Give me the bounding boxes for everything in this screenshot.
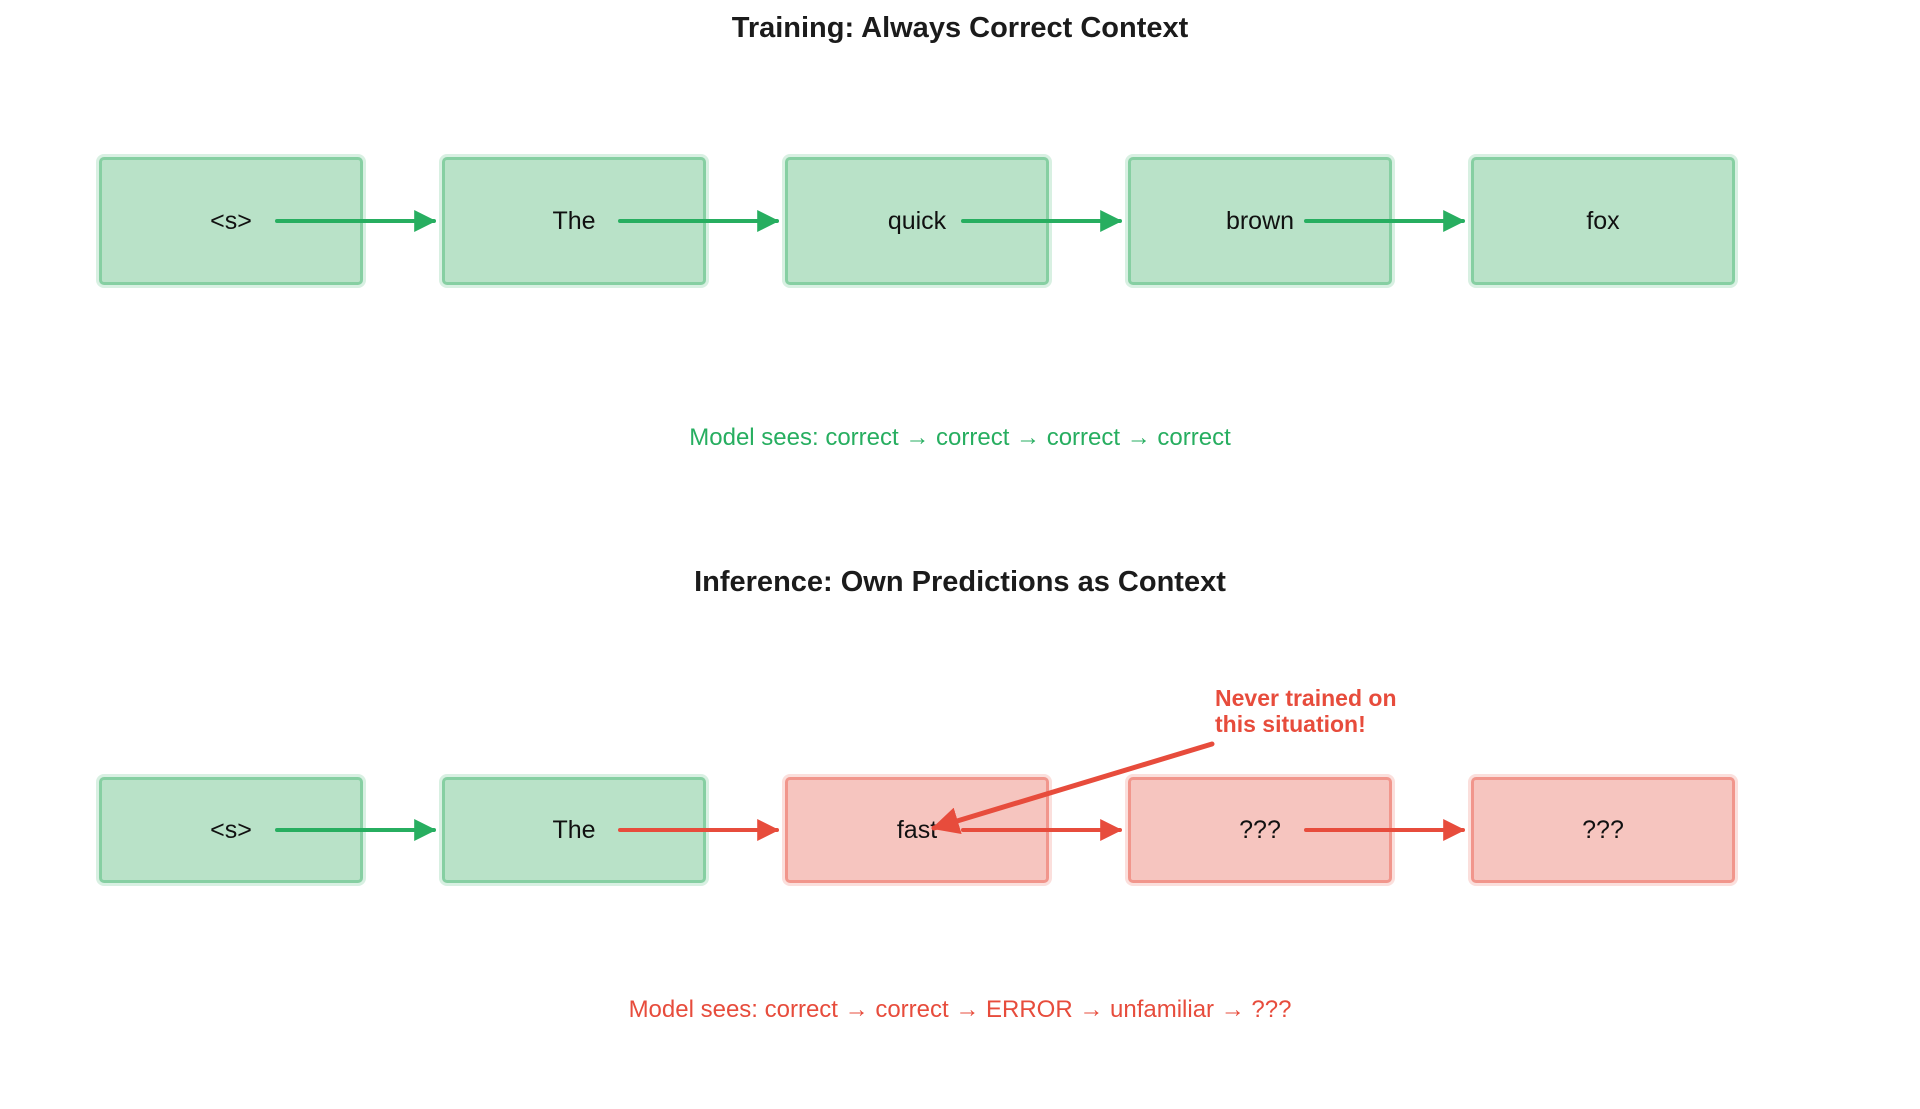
inference-summary-text: Model sees: correct → correct → ERROR → … bbox=[628, 996, 1292, 1023]
training-summary-text: Model sees: correct → correct → correct … bbox=[689, 424, 1231, 451]
token-label: ??? bbox=[1239, 815, 1281, 844]
token-label: quick bbox=[887, 206, 947, 235]
never-trained-annotation: Never trained on this situation! bbox=[1215, 685, 1397, 737]
training-token-box-s: <s> bbox=[99, 157, 363, 285]
training-token-box-fox: fox bbox=[1471, 157, 1735, 285]
annotation-line-2: this situation! bbox=[1215, 711, 1366, 737]
inference-token-box-unknown2: ??? bbox=[1471, 777, 1735, 883]
inference-token-box-fast: fast bbox=[785, 777, 1049, 883]
training-token-box-the: The bbox=[442, 157, 706, 285]
training-token-box-quick: quick bbox=[785, 157, 1049, 285]
inference-token-box-s: <s> bbox=[99, 777, 363, 883]
inference-token-box-the: The bbox=[442, 777, 706, 883]
training-token-box-brown: brown bbox=[1128, 157, 1392, 285]
token-label: The bbox=[552, 815, 596, 844]
token-label: brown bbox=[1225, 206, 1295, 235]
token-label: The bbox=[552, 206, 596, 235]
training-section-title: Training: Always Correct Context bbox=[731, 12, 1189, 44]
token-label: fox bbox=[1586, 206, 1620, 235]
token-label: <s> bbox=[210, 815, 252, 844]
token-label: fast bbox=[896, 815, 938, 844]
inference-token-box-unknown1: ??? bbox=[1128, 777, 1392, 883]
token-label: <s> bbox=[210, 206, 252, 235]
annotation-line-1: Never trained on bbox=[1215, 685, 1397, 711]
inference-section-title: Inference: Own Predictions as Context bbox=[694, 566, 1226, 598]
token-label: ??? bbox=[1582, 815, 1624, 844]
